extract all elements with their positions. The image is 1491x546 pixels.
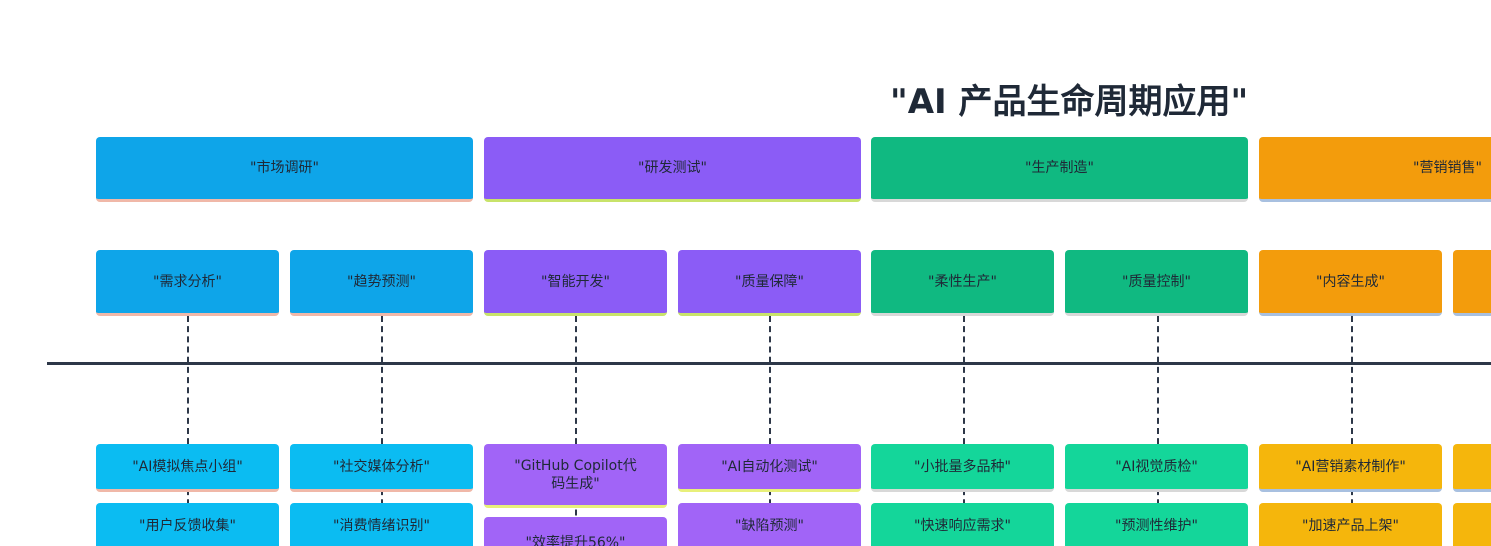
item-label: "GitHub Copilot代码生成"	[514, 457, 637, 492]
item-cutoff[interactable]	[1453, 503, 1491, 546]
category-label: "质量控制"	[1122, 273, 1191, 290]
phase-market-research[interactable]: "市场调研"	[96, 137, 473, 202]
item-sentiment-recognition[interactable]: "消费情绪识别"	[290, 503, 473, 546]
category-demand-analysis[interactable]: "需求分析"	[96, 250, 279, 316]
category-trend-forecast[interactable]: "趋势预测"	[290, 250, 473, 316]
category-label: "智能开发"	[541, 273, 610, 290]
item-predictive-maintenance[interactable]: "预测性维护"	[1065, 503, 1248, 546]
category-cutoff[interactable]	[1453, 250, 1491, 316]
phase-marketing-sales[interactable]: "营销销售"	[1259, 137, 1491, 202]
phase-manufacturing[interactable]: "生产制造"	[871, 137, 1248, 202]
item-label: "AI自动化测试"	[721, 458, 818, 475]
item-social-media-analysis[interactable]: "社交媒体分析"	[290, 444, 473, 492]
item-label: "社交媒体分析"	[333, 458, 430, 475]
category-label: "需求分析"	[153, 273, 222, 290]
item-efficiency-gain[interactable]: "效率提升56%"	[484, 517, 667, 546]
category-content-generation[interactable]: "内容生成"	[1259, 250, 1442, 316]
item-label: "加速产品上架"	[1302, 517, 1399, 534]
item-copilot-codegen[interactable]: "GitHub Copilot代码生成"	[484, 444, 667, 508]
item-label: "预测性维护"	[1115, 517, 1198, 534]
phase-label: "市场调研"	[250, 160, 319, 176]
category-label: "内容生成"	[1316, 273, 1385, 290]
item-rapid-response[interactable]: "快速响应需求"	[871, 503, 1054, 546]
item-label: "用户反馈收集"	[139, 517, 236, 534]
phase-label: "营销销售"	[1413, 160, 1482, 176]
connector-line	[187, 316, 189, 546]
connector-line	[1157, 316, 1159, 546]
phase-label: "生产制造"	[1025, 160, 1094, 176]
item-label: "快速响应需求"	[914, 517, 1011, 534]
item-label: "效率提升56%"	[525, 535, 626, 546]
item-defect-prediction[interactable]: "缺陷预测"	[678, 503, 861, 546]
item-ai-focus-group[interactable]: "AI模拟焦点小组"	[96, 444, 279, 492]
category-flexible-production[interactable]: "柔性生产"	[871, 250, 1054, 316]
category-label: "趋势预测"	[347, 273, 416, 290]
category-label: "质量保障"	[735, 273, 804, 290]
item-cutoff[interactable]	[1453, 444, 1491, 492]
phase-rnd-testing[interactable]: "研发测试"	[484, 137, 861, 202]
item-ai-marketing-material[interactable]: "AI营销素材制作"	[1259, 444, 1442, 492]
connector-line	[963, 316, 965, 546]
item-label: "消费情绪识别"	[333, 517, 430, 534]
item-user-feedback[interactable]: "用户反馈收集"	[96, 503, 279, 546]
diagram-title: "AI 产品生命周期应用"	[890, 82, 1249, 122]
category-quality-control[interactable]: "质量控制"	[1065, 250, 1248, 316]
category-label: "柔性生产"	[928, 273, 997, 290]
phase-label: "研发测试"	[638, 160, 707, 176]
category-quality-assurance[interactable]: "质量保障"	[678, 250, 861, 316]
item-ai-visual-inspection[interactable]: "AI视觉质检"	[1065, 444, 1248, 492]
item-label: "AI营销素材制作"	[1295, 458, 1406, 475]
connector-line	[575, 316, 577, 546]
item-label: "AI模拟焦点小组"	[132, 458, 243, 475]
item-small-batch-variety[interactable]: "小批量多品种"	[871, 444, 1054, 492]
item-label: "AI视觉质检"	[1115, 458, 1198, 475]
item-faster-launch[interactable]: "加速产品上架"	[1259, 503, 1442, 546]
item-label: "小批量多品种"	[914, 458, 1011, 475]
category-smart-development[interactable]: "智能开发"	[484, 250, 667, 316]
connector-line	[1351, 316, 1353, 546]
connector-line	[381, 316, 383, 546]
connector-line	[769, 316, 771, 546]
item-label: "缺陷预测"	[735, 517, 804, 534]
item-ai-automated-testing[interactable]: "AI自动化测试"	[678, 444, 861, 492]
